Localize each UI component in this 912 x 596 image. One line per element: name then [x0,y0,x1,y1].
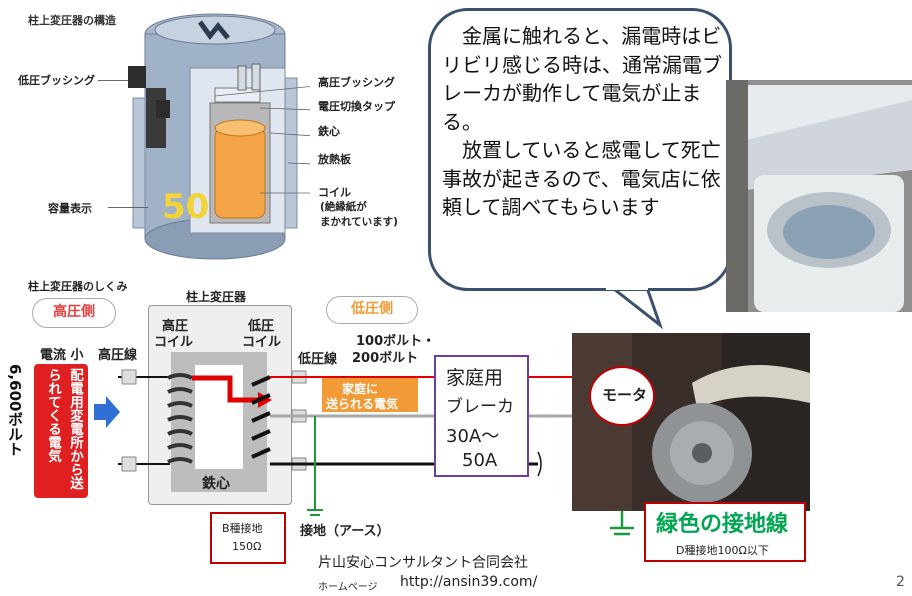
low-side-badge: 低圧側 [326,296,418,324]
voltage-low-label-2: 200ボルト [352,351,419,366]
green-ground-note: D種接地100Ω以下 [676,544,769,557]
low-line-label: 低圧線 [298,352,338,367]
label-radiator: 放熱板 [318,153,351,166]
label-coil-note2: まかれています) [320,216,398,228]
footer-hp-label: ホームページ [318,582,378,593]
label-coil-note1: (絶縁紙が [320,201,367,213]
high-line-label: 高圧線 [98,348,138,363]
high-side-badge: 高圧側 [32,298,116,328]
high-coil-label-2: コイル [154,335,194,350]
home-label-1: 家庭に [342,382,379,396]
iron-core-label: 鉄心 [202,476,230,492]
source-label: 配電用変電所から送られてくる電気 [45,368,83,490]
voltage-high-label: 6,600ボルト [6,364,24,457]
speech-bubble [428,8,732,291]
mechanism-title: 柱上変圧器のしくみ [28,280,128,293]
capacity-mark: 50 [162,187,209,227]
footer-company: 片山安心コンサルタント合同会社 [318,555,528,571]
bubble-text: 金属に触れると、漏電時はビリビリ感じる時は、通常漏電ブレーカが動作して電気が止ま… [442,22,732,222]
label-capacity: 容量表示 [48,202,92,215]
breaker-line-4: 50A [462,450,498,471]
ground-label: 接地（アース） [300,524,390,539]
motor-label: モータ [602,386,648,404]
b-ground-label-2: 150Ω [232,540,262,553]
b-ground-box [210,512,286,564]
bubble-paragraph-2: 放置していると感電して死亡事故が起きるので、電気店に依頼して調べてもらいます [442,138,721,219]
low-coil-label-1: 低圧 [248,319,275,334]
structure-title: 柱上変圧器の構造 [28,14,116,27]
transformer-structure-illustration: 50 [128,13,310,260]
low-coil-label-2: コイル [242,335,282,350]
label-high-bushing: 高圧ブッシング [318,76,395,89]
voltage-low-label-1: 100ボルト・ [356,334,436,349]
home-electricity-box [322,378,418,412]
home-breaker-box [434,355,529,477]
source-label-box [34,364,88,498]
green-ground-box [644,502,806,562]
footer-url[interactable]: http://ansin39.com/ [400,574,538,590]
label-low-bushing: 低圧ブッシング [18,74,95,87]
breaker-line-3: 30A〜 [446,426,500,447]
high-side-label: 高圧側 [53,304,95,320]
current-small-label: 電流 小 [40,348,84,363]
page-number: 2 [896,574,905,590]
label-coil: コイル [318,186,351,199]
low-side-label: 低圧側 [351,301,393,317]
motor-symbol [589,366,655,426]
green-ground-title: 緑色の接地線 [656,512,789,537]
label-core: 鉄心 [318,125,340,138]
home-label-2: 送られる電気 [326,397,399,411]
high-coil-label-1: 高圧 [162,319,189,334]
b-ground-label-1: B種接地 [222,522,263,535]
breaker-line-2: ブレーカ [446,397,514,417]
transformer-title: 柱上変圧器 [186,290,247,304]
breaker-line-1: 家庭用 [446,367,504,389]
bubble-paragraph-1: 金属に触れると、漏電時はビリビリ感じる時は、通常漏電ブレーカが動作して電気が止ま… [442,24,722,134]
label-tap: 電圧切換タップ [318,100,395,113]
washing-machine-photo [726,80,912,312]
